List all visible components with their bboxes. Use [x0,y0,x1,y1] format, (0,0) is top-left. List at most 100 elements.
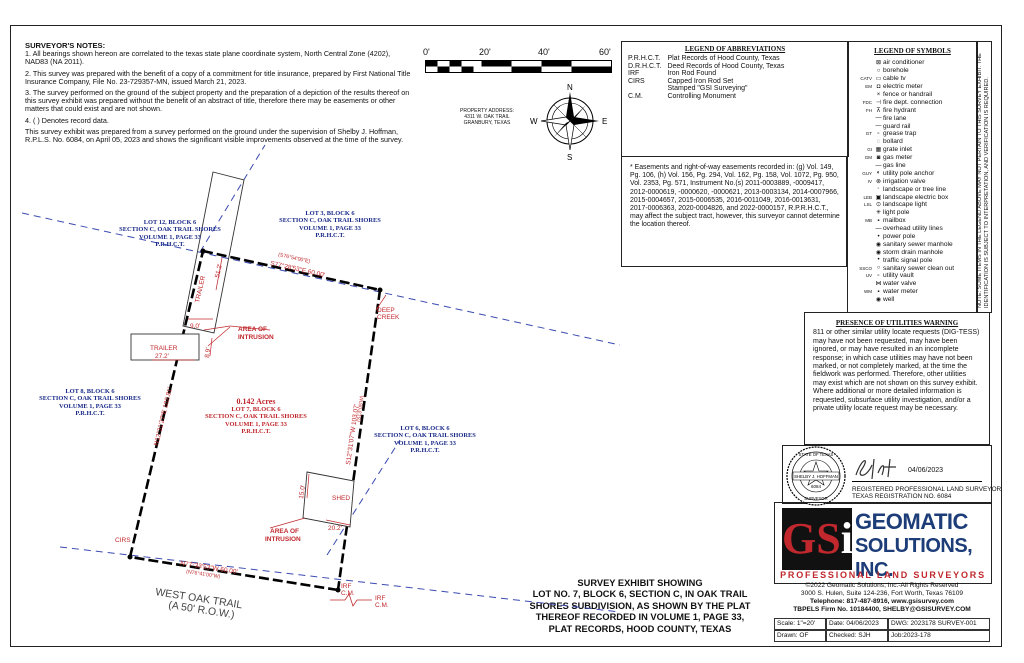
symbol-row: GI▦grate inlet [848,146,977,154]
symbol-row: ◌bollard [848,138,977,146]
exhibit-title-line-5: PLAT RECORDS, HOOD COUNTY, TEXAS [548,623,732,634]
lot-3-line-3: VOLUME 1, PAGE 33 [299,224,361,232]
guard-rail-icon: — [875,123,882,130]
symbol-row: GUY◐utility pole anchor [848,169,977,177]
symbol-code: EM [865,84,872,90]
tb-drawn: Drawn: OF [774,630,826,642]
exhibit-title-line-2: LOT NO. 7, BLOCK 6, SECTION C, IN OAK TR… [532,589,748,600]
symbol-label: fire hydrant [883,106,916,114]
scale-tick-0: 0' [423,47,430,57]
symbol-code: GM [864,155,872,161]
abbr-meaning: Iron Rod Found [667,70,717,78]
sheet-border [10,25,1002,647]
gsi-logo: GSi [782,508,853,570]
symbol-label: water meter [883,288,918,296]
bearing-west: N12°31'27"E 102.81' [152,386,174,446]
fire-dept-connection-icon: ⊣ [875,99,882,106]
compass-n: N [567,83,573,92]
symbol-label: guard rail [883,122,911,130]
irrigation-valve-icon: ⊗ [875,178,882,185]
symbol-row: GT▫grease trap [848,130,977,138]
irf-label-1b: C.M. [341,590,355,597]
dim-line-150 [306,473,310,499]
lot-8-label: LOT 8, BLOCK 6 SECTION C, OAK TRAIL SHOR… [30,388,150,418]
lot-line-north [21,212,621,346]
lot-3-line-1: LOT 3, BLOCK 6 [305,210,355,217]
scale-tick-20: 20' [479,47,491,57]
note-4: 4. ( ) Denotes record data. [25,115,109,125]
symbol-label: well [883,296,895,304]
dim-202: 20.2' [328,525,342,532]
bearing-south-record: (N76°41'00"W) [186,569,221,580]
gas-line-icon: — [875,162,882,169]
abbr-meaning: Stamped "GSI Surveying" [667,85,748,93]
seal-top-text: STATE OF TEXAS [799,452,834,457]
symbol-row: ◉storm drain manhole [848,248,977,256]
symbol-label: fire dept. connection [883,98,943,106]
fire-hydrant-icon: ⊼ [876,107,881,114]
corner-cirs [127,554,133,560]
lot-8-line-1: LOT 8, BLOCK 6 [65,388,115,395]
note-1: 1. All bearings shown hereon are correla… [25,49,391,67]
symbol-row: LSL⊙landscape light [848,201,977,209]
exhibit-title-line-4: THEREOF RECORDED IN VOLUME 1, PAGE 33, [535,612,745,623]
abbr-code: CIRS [628,77,645,85]
symbol-row: —fire lane [848,114,977,122]
note-2: 2. This survey was prepared with the ben… [25,68,411,86]
dim-line-202 [325,519,351,526]
exhibit-title: SURVEY EXHIBIT SHOWING LOT NO. 7, BLOCK … [510,578,770,635]
dim-89: 8.9' [204,347,212,358]
abbr-meaning: Controlling Monument [667,92,736,100]
lot-12-line-4: P.R.H.C.T. [155,241,185,249]
surveyor-registration: REGISTERED PROFESSIONAL LAND SURVEYOR TE… [852,486,1001,501]
symbol-label: landscape electric box [883,193,949,201]
grate-inlet-icon: ▦ [875,147,882,154]
leader-intrusion-1 [229,325,271,331]
lot-6-line-1: LOT 6, BLOCK 6 [400,425,450,432]
lot-7-acreage: 0.142 Acres [236,397,276,406]
irf-label-1: IRF [341,583,352,590]
irf-label-2: IRF [375,595,386,602]
symbol-row: ◉sanitary sewer manhole [848,240,977,248]
registration-line-2: TEXAS REGISTRATION NO. 6084 [852,493,952,501]
lot-6-line-4: P.R.H.C.T. [410,447,440,455]
company-contact: ©2022 Geomatic Solutions, Inc.-All Right… [774,582,990,614]
leader-intrusion-2 [269,517,306,529]
symbol-code: GT [865,131,872,137]
symbol-label: electric meter [883,83,923,91]
property-address: PROPERTY ADDRESS: 4311 W. OAK TRAIL GRAN… [447,108,527,126]
trailer-2-label: TRAILER [150,345,178,352]
signature-line [852,481,982,482]
trailer-2-outline [130,333,200,361]
shed-outline [302,471,355,528]
boundary-north [202,249,381,292]
scale-tick-40: 40' [538,47,550,57]
survey-statement: This survey exhibit was prepared from a … [25,126,404,145]
abbr-row: D.R.H.C.T.Deed Records of Hood County, T… [628,63,790,71]
landscape-light-icon: ⊙ [875,202,882,209]
light-pole-icon: ✳ [875,210,882,217]
exhibit-title-line-3: SHORES SUBDIVISION, AS SHOWN BY THE PLAT [529,600,751,611]
symbol-label: utility pole anchor [883,169,935,177]
symbol-code: LEB [863,194,872,200]
dim-90: 9.0' [190,323,200,330]
lot-line-nw [199,144,266,253]
notes-heading: SURVEYOR'S NOTES: [25,41,106,50]
compass-w: W [530,117,538,126]
seal-number: 6084 [811,484,822,489]
symbol-row: ○borehole [848,67,977,75]
company-copyright: ©2022 Geomatic Solutions, Inc.-All Right… [805,582,959,589]
abbreviations-table: P.R.H.C.T.Plat Records of Hood County, T… [628,55,790,101]
company-phone: Telephone: 817-487-8916, www.gsisurvey.c… [810,598,954,605]
symbol-row: MB▪mailbox [848,217,977,225]
symbol-code: WM [864,289,872,295]
seal-bottom-text: SURVEYOR [804,496,827,501]
lot-12-line-1: LOT 12, BLOCK 6 [143,219,197,226]
cable-tv-icon: ▭ [875,76,882,83]
boundary-east [336,289,382,591]
power-pole-icon: • [877,233,880,240]
symbol-row: ◦landscape or tree line [848,185,977,193]
lot-6-line-2: SECTION C, OAK TRAIL SHORES [374,432,476,440]
dim-272: 27.2' [155,353,169,360]
